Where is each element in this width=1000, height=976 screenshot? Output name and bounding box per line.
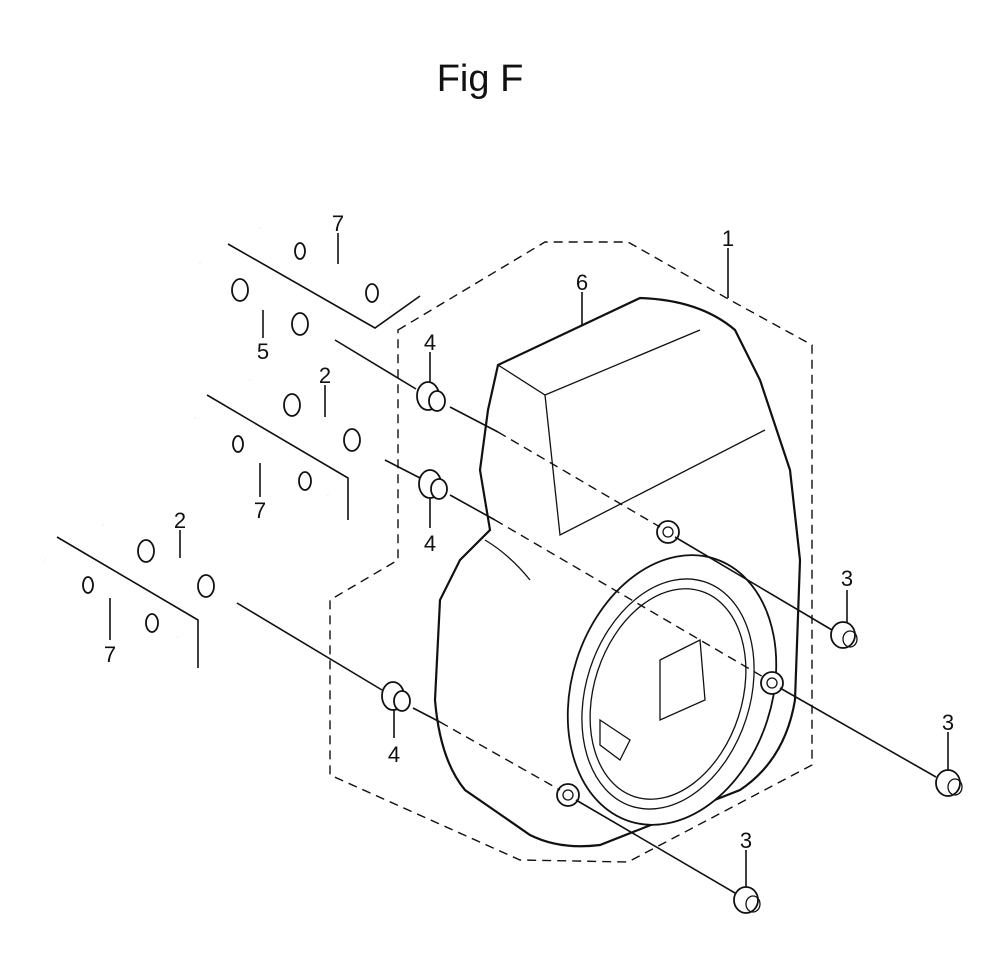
callout-4-upper: 4 bbox=[424, 330, 436, 355]
mounting-boss-right bbox=[760, 671, 784, 695]
collar-4-upper bbox=[416, 381, 446, 412]
callout-6: 6 bbox=[576, 270, 588, 295]
bracket-group-middle bbox=[206, 394, 349, 520]
assembly-lines bbox=[236, 339, 937, 894]
callout-3-right: 3 bbox=[942, 710, 954, 735]
callout-5: 5 bbox=[257, 339, 269, 364]
collar-4-middle bbox=[418, 469, 448, 500]
bolt-2-lower bbox=[102, 523, 238, 605]
callout-3-upper: 3 bbox=[841, 566, 853, 591]
bracket-group-bottom bbox=[56, 536, 199, 668]
callout-7-top: 7 bbox=[332, 211, 344, 236]
bolt-7-top bbox=[259, 226, 393, 307]
callout-3-bottom: 3 bbox=[740, 828, 752, 853]
callout-1: 1 bbox=[722, 226, 734, 251]
bolt-5 bbox=[199, 261, 336, 342]
nut-3-upper bbox=[830, 621, 858, 649]
figure-title: Fig F bbox=[436, 58, 524, 100]
nut-3-bottom bbox=[733, 886, 761, 914]
callout-7-middle: 7 bbox=[254, 498, 266, 523]
callout-4-lower: 4 bbox=[388, 742, 400, 767]
callout-2-lower: 2 bbox=[174, 508, 186, 533]
bolt-7-middle bbox=[194, 416, 329, 497]
mounting-boss-bottom bbox=[556, 783, 580, 807]
callout-2-upper: 2 bbox=[319, 363, 331, 388]
callout-leaders bbox=[109, 233, 949, 887]
collar-4-lower bbox=[381, 681, 411, 712]
bracket-group-top bbox=[227, 243, 421, 329]
bolt-2-upper bbox=[249, 378, 386, 462]
nut-3-right bbox=[935, 769, 963, 797]
callout-4-middle: 4 bbox=[424, 531, 436, 556]
assembly-outline bbox=[329, 241, 813, 863]
mounting-boss-top bbox=[656, 520, 680, 544]
bolt-7-bottom bbox=[44, 558, 178, 639]
callout-7-bottom: 7 bbox=[104, 642, 116, 667]
fan-cover-opening bbox=[566, 554, 778, 826]
